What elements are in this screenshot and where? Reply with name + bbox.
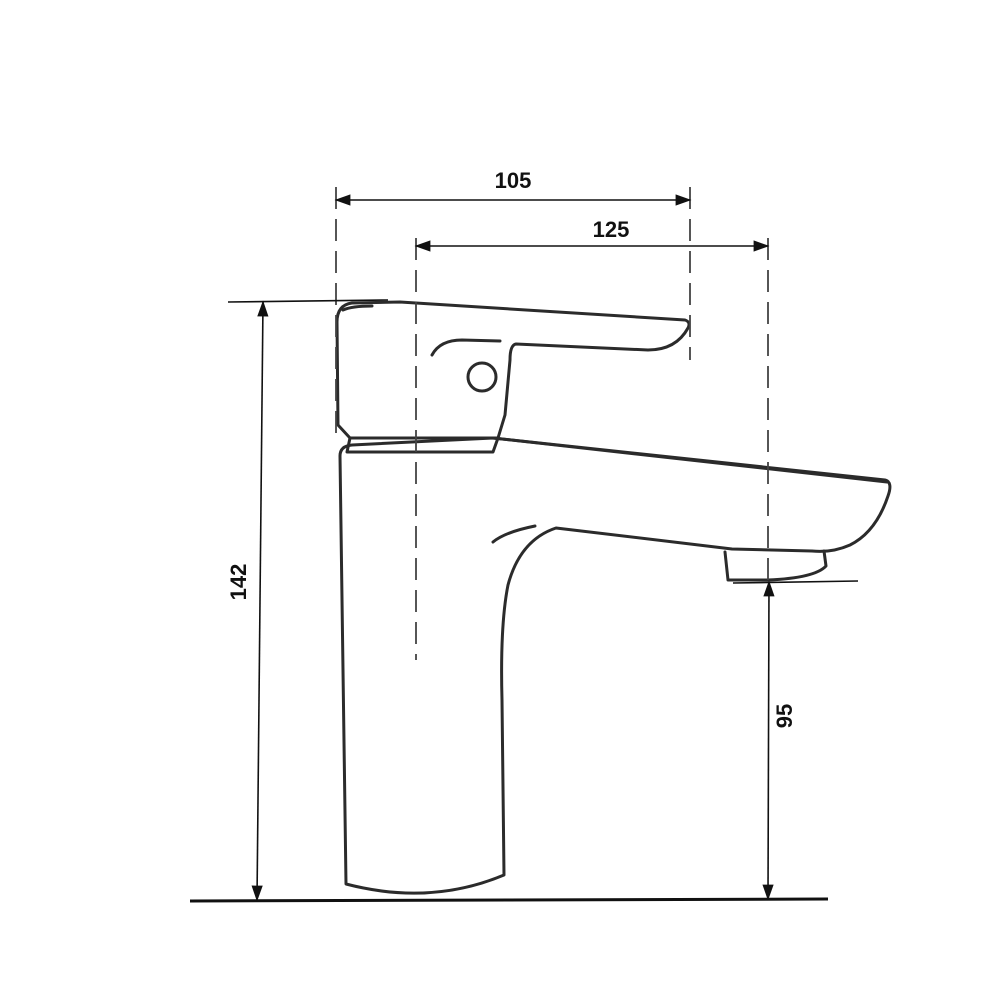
dimension-95: 95: [732, 580, 859, 901]
temperature-indicator-button: [466, 361, 498, 393]
dimension-125: 125: [414, 217, 770, 252]
dimension-142: 142: [226, 299, 389, 902]
dimension-105-label: 105: [495, 168, 532, 193]
lever-handle: [335, 300, 691, 454]
aerator: [723, 549, 828, 582]
dimension-142-label: 142: [226, 564, 251, 601]
dimension-125-label: 125: [593, 217, 630, 242]
floor-line: [189, 897, 829, 903]
dimension-105: 105: [334, 168, 692, 206]
faucet-body: [338, 436, 892, 895]
reference-lines: [335, 187, 769, 660]
dimension-95-label: 95: [772, 704, 797, 728]
